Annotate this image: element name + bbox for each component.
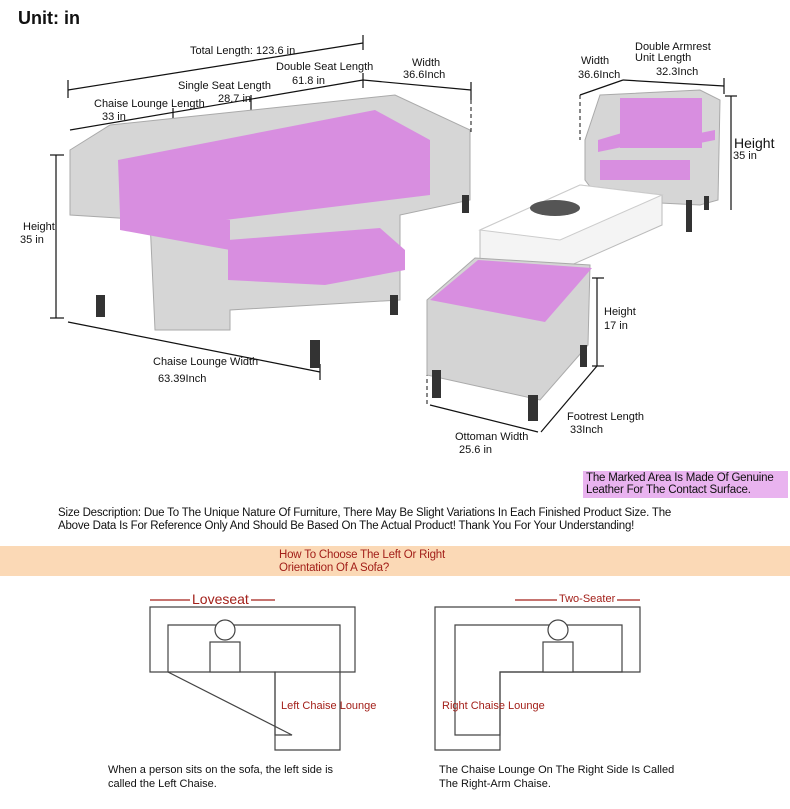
two-seater-label: Two-Seater [557,593,618,605]
left-chaise-label: Left Chaise Lounge [281,700,377,712]
height-label: Height [23,221,55,233]
banner-bg [0,546,790,576]
size-description-line1: Size Description: Due To The Unique Natu… [58,507,672,519]
ottoman-width-label: Ottoman Width [455,431,529,443]
leather-highlight [583,471,788,498]
width-label: Width [412,57,441,69]
total-length: Total Length: 123.6 in [190,45,296,57]
ottoman-height-label: Height [604,306,636,318]
armrest-label: Double Armrest Unit Length [635,41,711,64]
height-value: 35 in [20,234,44,246]
single-seat-label: Single Seat Length [178,80,271,92]
chaise-length-value: 33 in [102,111,126,123]
chaise-width-value: 63.39Inch [158,373,207,385]
banner-line2: Orientation Of A Sofa? [279,562,390,574]
chair-height-label: Height [734,135,775,151]
right-sofa-diagram [434,599,641,751]
right-caption-line2: The Right-Arm Chaise. [439,778,551,790]
loveseat-label: Loveseat [190,591,251,607]
coffee-table [478,184,664,271]
armrest-value: 32.3Inch [656,66,699,78]
double-seat-value: 61.8 in [292,75,326,87]
ottoman-width-value: 25.6 in [459,444,493,456]
leather-note: The Marked Area Is Made Of Genuine Leath… [586,472,774,496]
chair-height-value: 35 in [733,150,757,162]
chair-width-label: Width [581,55,610,67]
armchair [584,89,721,232]
chaise-width-label: Chaise Lounge Width [153,356,259,368]
left-caption-line2: called the Left Chaise. [108,778,217,790]
dimension-lines [50,35,737,433]
single-seat-value: 28.7 in [218,93,252,105]
chaise-length-label: Chaise Lounge Length [94,98,205,110]
right-caption-line1: The Chaise Lounge On The Right Side Is C… [439,764,675,776]
footrest-label: Footrest Length [567,411,645,423]
footrest-value: 33Inch [570,424,604,436]
width-value: 36.6Inch [403,69,446,81]
ottoman [426,257,592,421]
left-sofa-diagram [149,599,356,751]
chair-width-value: 36.6Inch [578,69,621,81]
double-seat-label: Double Seat Length [276,61,374,73]
left-caption-line1: When a person sits on the sofa, the left… [108,764,334,776]
banner-line1: How To Choose The Left Or Right [279,549,445,561]
ottoman-height-value: 17 in [604,320,628,332]
sectional-sofa [69,94,471,368]
unit-label: Unit: in [18,8,80,28]
right-chaise-label: Right Chaise Lounge [442,700,545,712]
size-description-line2: Above Data Is For Reference Only And Sho… [58,520,635,532]
